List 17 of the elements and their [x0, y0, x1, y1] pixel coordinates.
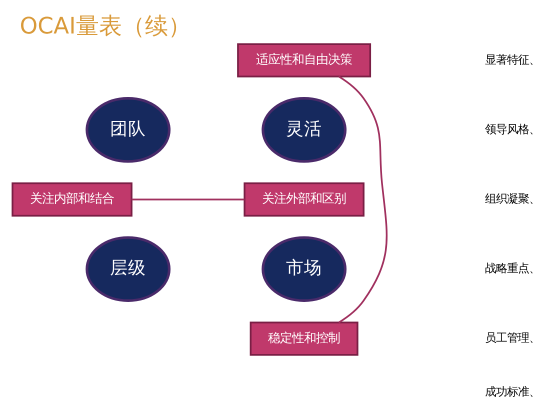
node-ellipse: 市场: [262, 236, 347, 302]
label: 员工管理、: [484, 330, 540, 345]
diagram-title: OCAI量表（续）: [20, 13, 191, 40]
connector: [132, 198, 244, 200]
label: 战略重点、: [484, 261, 540, 276]
node-ellipse: 层级: [86, 236, 171, 302]
node-box: 适应性和自由决策: [237, 43, 372, 78]
label: 组织凝聚、: [484, 191, 540, 206]
node-box: 关注内部和结合: [12, 182, 132, 217]
node-box: 稳定性和控制: [250, 322, 358, 356]
node-ellipse: 灵活: [262, 97, 347, 163]
label: 领导风格、: [484, 122, 540, 136]
label: 成功标准、: [484, 384, 540, 399]
label: 显著特征、: [484, 52, 540, 66]
node-box: 关注外部和区别: [244, 182, 364, 217]
connector: [338, 76, 388, 324]
node-ellipse: 团队: [86, 97, 171, 163]
